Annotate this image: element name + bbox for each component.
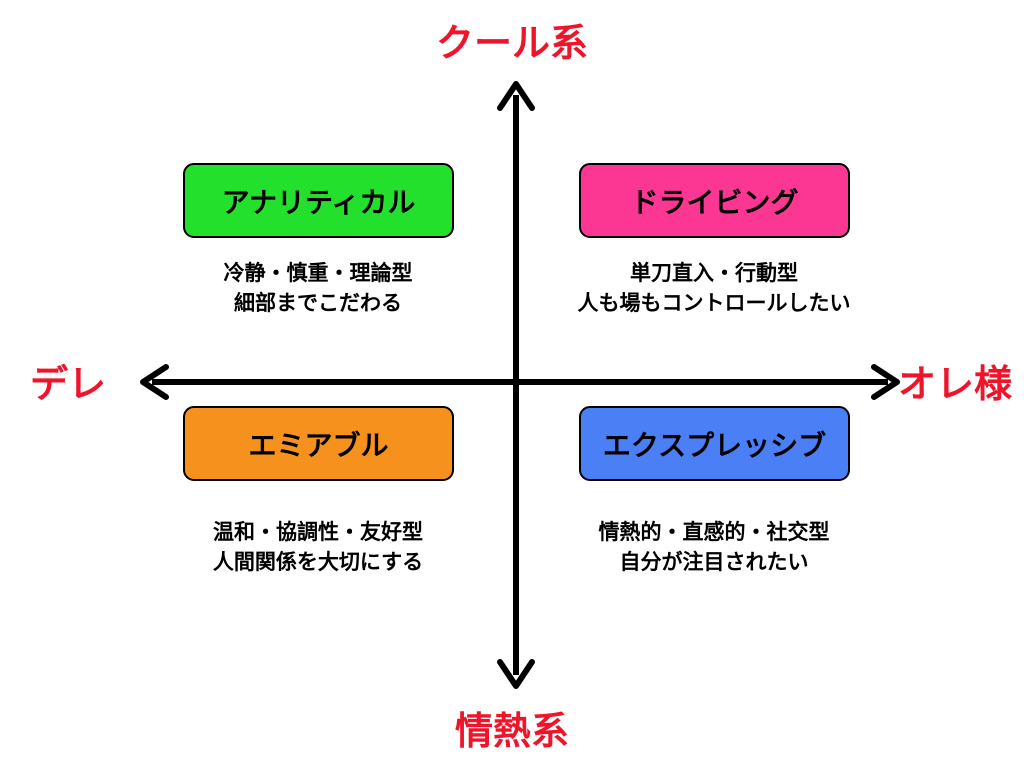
amiable-description: 温和・協調性・友好型 人間関係を大切にする [158, 517, 478, 577]
axis-label-left: デレ [30, 362, 107, 406]
expressive-description: 情熱的・直感的・社交型 自分が注目されたい [554, 517, 874, 577]
expressive-desc-line1: 情熱的・直感的・社交型 [598, 520, 830, 544]
analytical-description: 冷静・慎重・理論型 細部までこだわる [158, 258, 478, 318]
axis-label-right: オレ様 [897, 362, 1012, 406]
up-arrow-icon [497, 81, 535, 111]
analytical-box: アナリティカル [183, 163, 454, 238]
down-arrow-icon [497, 659, 535, 689]
expressive-desc-line2: 自分が注目されたい [619, 550, 809, 574]
axis-label-top: クール系 [435, 21, 588, 65]
amiable-desc-line1: 温和・協調性・友好型 [213, 520, 423, 544]
analytical-desc-line2: 細部までこだわる [234, 291, 402, 315]
right-arrow-icon [871, 364, 900, 400]
amiable-box: エミアブル [183, 406, 454, 481]
driving-desc-line2: 人も場もコントロールしたい [577, 291, 851, 315]
driving-desc-line1: 単刀直入・行動型 [630, 261, 798, 285]
left-arrow-icon [140, 364, 169, 400]
driving-description: 単刀直入・行動型 人も場もコントロールしたい [554, 258, 874, 318]
amiable-desc-line2: 人間関係を大切にする [212, 550, 424, 574]
analytical-desc-line1: 冷静・慎重・理論型 [223, 261, 413, 285]
expressive-box: エクスプレッシブ [579, 406, 850, 481]
driving-box: ドライビング [579, 163, 850, 238]
axis-label-bottom: 情熱系 [454, 709, 569, 753]
